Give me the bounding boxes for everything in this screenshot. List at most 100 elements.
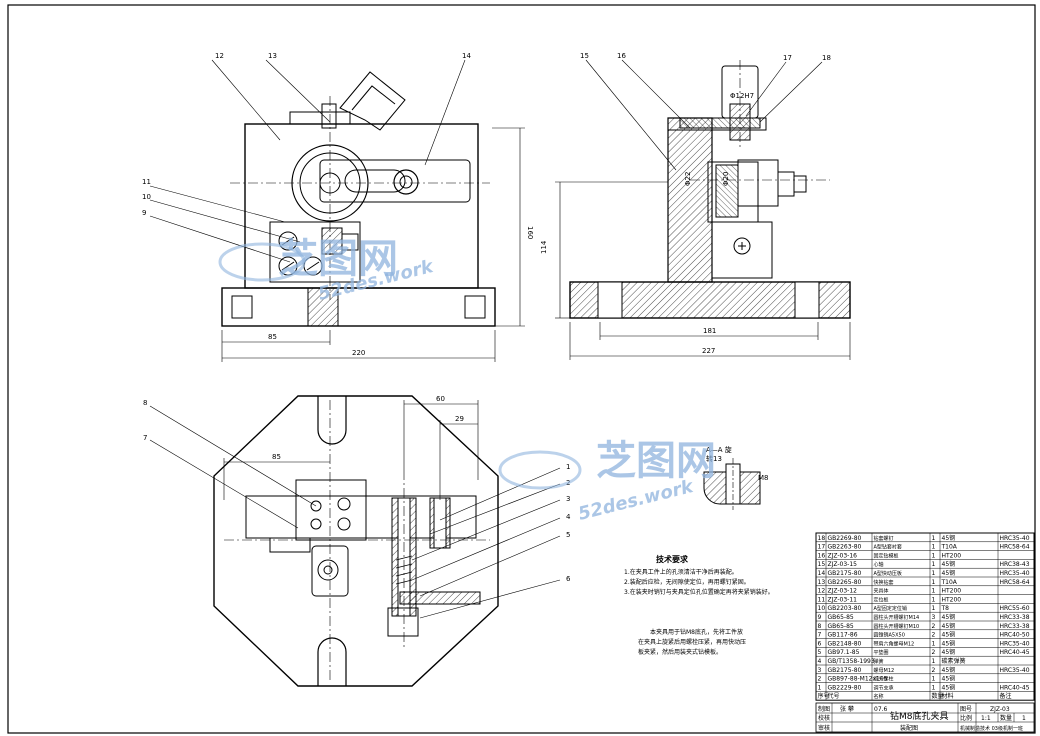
dim-side-note-mid: Φ20 — [722, 172, 730, 186]
bom-row-13-mat: T10A — [941, 579, 958, 586]
bom-row-1-qty: 1 — [932, 684, 936, 691]
bom-row-6-name: 带肩六角螺母M12 — [874, 640, 915, 647]
bom-row-14-qty: 1 — [932, 570, 936, 577]
callout-18: 18 — [822, 54, 831, 62]
callout-4: 4 — [566, 513, 571, 521]
callout-3: 3 — [566, 495, 570, 503]
bom-header-no: 序号 — [818, 692, 830, 700]
bom-header-qty: 数量 — [932, 692, 944, 700]
dim-side-height: 114 — [540, 240, 548, 254]
bom-row-17-qty: 1 — [932, 544, 936, 551]
callout-16: 16 — [617, 52, 626, 60]
bom-row-12-qty: 1 — [932, 588, 936, 595]
bom-row-12-code: ZJZ-03-12 — [828, 588, 858, 595]
bom-row-4-qty: 1 — [932, 658, 936, 665]
bom-row-1-name: 调节支承 — [874, 684, 894, 691]
callout-13: 13 — [268, 52, 277, 60]
tb-scale: 1:1 — [981, 715, 991, 722]
bom-row-2-mat: 45钢 — [942, 675, 956, 683]
bom-row-18-mat: 45钢 — [942, 534, 956, 542]
bom-row-18-code: GB2269-80 — [828, 535, 862, 542]
bom-row-8-mat: 45钢 — [942, 622, 956, 630]
dim-top-60: 60 — [436, 395, 445, 403]
bom-row-18-no: 18 — [818, 535, 826, 542]
bom-row-12-no: 12 — [818, 588, 826, 595]
front-view — [221, 71, 496, 327]
bom-row-15-note: HRC38-43 — [1000, 561, 1030, 568]
border-frame — [7, 4, 1036, 734]
bom-row-3-mat: 45钢 — [942, 666, 956, 674]
callout-8: 8 — [143, 399, 147, 407]
bom-row-17-code: GB2263-80 — [828, 544, 862, 551]
bom-row-4-no: 4 — [818, 658, 822, 665]
bom-row-5-name: 平垫圈 — [874, 649, 889, 656]
side-view — [569, 60, 851, 319]
bom-row-14-mat: 45钢 — [942, 569, 956, 577]
bom-header-name: 名称 — [874, 693, 884, 700]
bom-row-10-code: GB2203-80 — [828, 605, 862, 612]
bom-row-18-note: HRC35-40 — [1000, 535, 1030, 542]
bom-row-9-no: 9 — [818, 614, 822, 621]
bom-row-9-code: GB65-85 — [828, 614, 854, 621]
tb-check-label: 校核 — [818, 714, 830, 722]
section-note: M8 — [758, 474, 769, 482]
dim-top-29: 29 — [455, 415, 464, 423]
bom-row-4-mat: 碳素弹簧 — [942, 657, 966, 665]
top-leaders — [149, 405, 561, 619]
bom-row-2-name: 双头螺柱 — [874, 676, 894, 683]
bom-row-14-name: A型快动压板 — [874, 570, 902, 577]
callout-17: 17 — [783, 54, 792, 62]
bom-row-17-name: A型钻套衬套 — [874, 544, 902, 551]
tb-drawing-no: ZJZ-03 — [990, 706, 1010, 713]
bom-row-5-qty: 2 — [932, 649, 936, 656]
bom-row-13-no: 13 — [818, 579, 826, 586]
bom-row-15-mat: 45钢 — [942, 560, 956, 568]
bom-row-6-note: HRC35-40 — [1000, 640, 1030, 647]
bom-row-7-mat: 45钢 — [942, 631, 956, 639]
section-sub: 转13 — [706, 454, 722, 463]
bom-row-6-code: GB2148-80 — [828, 640, 862, 647]
tech-title: 技术要求 — [656, 554, 689, 564]
bom-row-6-qty: 1 — [932, 640, 936, 647]
bom-row-12-name: 夹具体 — [874, 588, 889, 595]
bom-row-3-no: 3 — [818, 667, 822, 674]
bom-row-7-name: 圆锥销A5X50 — [874, 632, 905, 639]
tech-line-3: 3.在装夹时销钉与夹具定位孔位置确定再将夹紧销装好。 — [624, 588, 774, 596]
side-dimensions — [555, 181, 851, 360]
bom-row-15-code: ZJZ-03-15 — [828, 561, 858, 568]
bom-row-2-qty: 1 — [932, 676, 936, 683]
bom-row-11-qty: 1 — [932, 596, 936, 603]
tb-review-label: 审核 — [818, 724, 830, 732]
bom-row-2-no: 2 — [818, 676, 822, 683]
tb-designer-label: 制图 — [818, 705, 830, 713]
bom-row-16-mat: HT200 — [942, 552, 962, 559]
bom-row-3-name: 螺母M12 — [874, 667, 895, 674]
bom-row-3-code: GB2175-80 — [828, 667, 862, 674]
bom-row-14-no: 14 — [818, 570, 826, 577]
tb-drawing-no-label: 图号 — [960, 706, 972, 713]
bom-row-11-no: 11 — [818, 596, 826, 603]
svg-text:芝图网: 芝图网 — [278, 236, 398, 282]
tech-line-2: 2.装配后应检，无间隙使定位，再用螺钉紧固。 — [624, 578, 750, 586]
side-leaders — [585, 59, 823, 171]
front-dimensions — [221, 127, 525, 362]
tb-qty: 1 — [1022, 715, 1026, 722]
tb-date: 07.6 — [874, 706, 888, 713]
bom-header-code: 代号 — [828, 692, 840, 700]
bom-row-11-mat: HT200 — [942, 596, 962, 603]
svg-text:芝图网: 芝图网 — [596, 438, 716, 484]
bom-row-7-qty: 2 — [932, 632, 936, 639]
top-view — [213, 395, 499, 687]
bom-row-9-mat: 45钢 — [942, 613, 956, 621]
bom-row-5-no: 5 — [818, 649, 822, 656]
bom-row-9-qty: 3 — [932, 614, 936, 621]
bom-row-1-mat: 45钢 — [942, 683, 956, 691]
section-label: A—A 旋 — [706, 445, 732, 454]
dim-side-note-top: Φ12H7 — [730, 92, 754, 100]
bom-row-10-note: HRC55-60 — [1000, 605, 1030, 612]
tb-scale-label: 比例 — [960, 714, 972, 722]
tb-designer: 张 攀 — [840, 705, 854, 713]
bom-row-8-name: 圆柱头开槽螺钉M10 — [874, 623, 920, 630]
bom-row-1-note: HRC40-45 — [1000, 684, 1030, 691]
